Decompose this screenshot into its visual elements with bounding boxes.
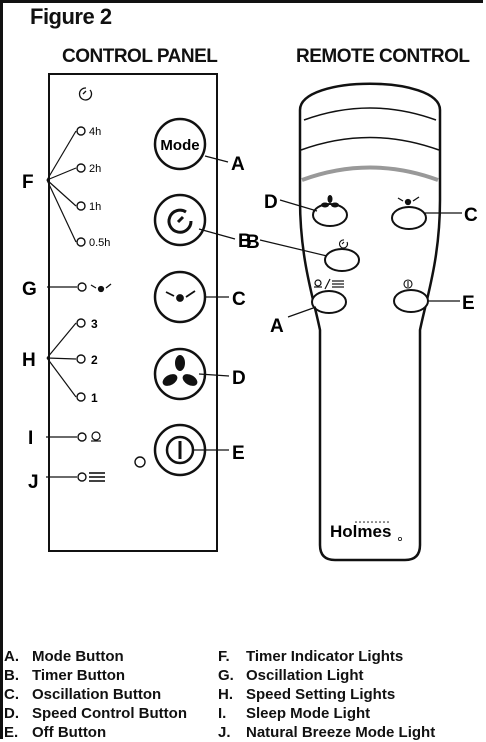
natural-breeze-icon: [89, 472, 105, 482]
callout-C-panel: C: [232, 289, 246, 310]
callout-I: I: [28, 428, 33, 449]
mode-button[interactable]: Mode: [153, 117, 207, 171]
remote-oscillation-button[interactable]: [391, 196, 427, 230]
legend-item: I.Sleep Mode Light: [218, 705, 371, 722]
power-icon: [403, 279, 413, 289]
oscillation-button[interactable]: [153, 270, 207, 324]
timer-icon: [338, 239, 349, 249]
speed-light-1: [76, 392, 86, 402]
timer-light-1h: [76, 201, 86, 211]
legend-item: B.Timer Button: [4, 667, 126, 684]
holmes-logo: Holmes: [330, 521, 402, 542]
callout-A-panel: A: [231, 154, 245, 175]
legend-right: F.Timer Indicator Lights G.Oscillation L…: [218, 647, 435, 742]
callout-G: G: [22, 279, 37, 300]
timer-label-4h: 4h: [89, 126, 101, 138]
speed-light-3: [76, 318, 86, 328]
remote-timer-button[interactable]: [324, 239, 360, 272]
callout-H: H: [22, 350, 36, 371]
callout-D-panel: D: [232, 368, 246, 389]
figure-title: Figure 2: [30, 4, 112, 29]
oscillation-icon: [165, 290, 196, 302]
callout-A-remote: A: [270, 316, 284, 337]
sleep-mode-light: [77, 432, 87, 442]
timer-button[interactable]: [153, 193, 207, 247]
legend-item: C.Oscillation Button: [4, 686, 162, 703]
legend-item: G.Oscillation Light: [218, 667, 364, 684]
legend-item: J.Natural Breeze Mode Light: [218, 724, 436, 741]
timer-light-4h: [76, 126, 86, 136]
speed-label-2: 2: [91, 353, 98, 367]
timer-label-0.5h: 0.5h: [89, 237, 110, 249]
sleep-breeze-icon: [314, 278, 344, 290]
speed-light-2: [76, 354, 86, 364]
legend-left: A.Mode Button B.Timer Button C.Oscillati…: [4, 647, 187, 742]
timer-icon: [78, 87, 93, 101]
brand-text: Holmes: [330, 522, 391, 541]
callout-J: J: [28, 472, 39, 493]
timer-indicator-lights: 4h 2h 1h 0.5h: [76, 126, 110, 249]
legend-item: H.Speed Setting Lights: [218, 686, 396, 703]
remote-control-body: [298, 82, 442, 562]
callout-C-remote: C: [464, 205, 478, 226]
speed-label-1: 1: [91, 391, 98, 405]
timer-light-0.5h: [76, 237, 86, 247]
callout-D-remote: D: [264, 192, 278, 213]
oscillation-icon: [90, 283, 112, 293]
fan-icon: [162, 355, 198, 386]
speed-setting-lights: 3 2 1: [76, 317, 98, 405]
timer-label-2h: 2h: [89, 163, 101, 175]
control-panel-heading: CONTROL PANEL: [62, 46, 218, 67]
sleep-mode-icon: [91, 431, 101, 442]
legend-item: A.Mode Button: [4, 648, 124, 665]
fan-icon: [321, 195, 339, 208]
callout-E-remote: E: [462, 293, 475, 314]
timer-icon: [167, 208, 193, 234]
timer-light-2h: [76, 163, 86, 173]
power-light: [134, 456, 146, 468]
legend-item: D.Speed Control Button: [4, 705, 187, 722]
remote-mode-button[interactable]: [311, 278, 347, 314]
callout-B-panel: B: [238, 231, 252, 252]
natural-breeze-light: [77, 472, 87, 482]
remote-speed-button[interactable]: [312, 195, 348, 227]
speed-label-3: 3: [91, 317, 98, 331]
oscillation-icon: [397, 196, 420, 206]
remote-control-heading: REMOTE CONTROL: [296, 46, 470, 67]
callout-E-panel: E: [232, 443, 245, 464]
legend-item: F.Timer Indicator Lights: [218, 648, 404, 665]
callout-B-remote: B: [246, 232, 260, 253]
callout-F: F: [22, 172, 34, 193]
oscillation-light: [77, 282, 87, 292]
legend-item: E.Off Button: [4, 724, 107, 741]
mode-button-label: Mode: [160, 137, 199, 154]
speed-control-button[interactable]: [153, 347, 207, 401]
timer-label-1h: 1h: [89, 201, 101, 213]
